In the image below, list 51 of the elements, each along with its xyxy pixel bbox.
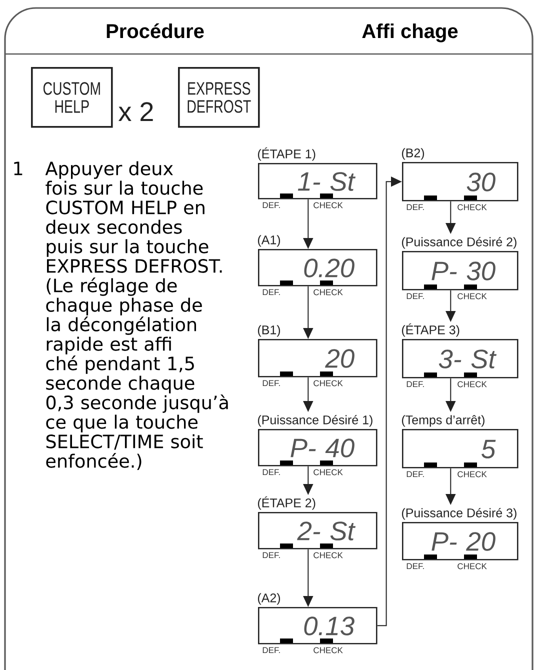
lcd-display: P- 40: [258, 429, 378, 466]
indicator-label: CHECK: [314, 380, 343, 386]
lcd-display: 3- St: [402, 339, 518, 378]
indicator-label: DEF.: [262, 289, 280, 296]
lcd-display: 2- St: [258, 512, 378, 550]
lcd-display: 0.20: [258, 249, 378, 286]
indicator-label: DEF.: [406, 381, 424, 388]
display-heading: (A2): [258, 593, 280, 605]
indicator-label: DEF.: [406, 471, 424, 478]
indicator-label: CHECK: [458, 204, 487, 210]
step-instructions: Appuyer deux fois sur la touche CUSTOM HELP en deux secondes puis sur la touche EXPRESS DEFROST. (Le réglage de chaque phase de la décongélation rapide est affi ché pendant 1,5 seconde chaque 0,3 seconde jusqu’à ce que la touche SELECT/TIME soit enfoncée.): [45, 161, 228, 470]
lcd-display: P- 30: [402, 251, 518, 290]
multiplier-text: x 2: [118, 102, 153, 121]
indicator-label: CHECK: [314, 647, 343, 654]
display-heading: (ÉTAPE 3): [402, 323, 460, 337]
display-heading: (Temps d’arrêt): [402, 415, 484, 427]
indicator-label: CHECK: [314, 289, 343, 296]
display-heading: (ÉTAPE 2): [258, 496, 316, 510]
lcd-display: 20: [258, 339, 378, 378]
lcd-display: 5: [402, 429, 518, 468]
lcd-display: 0.13: [258, 607, 378, 644]
lcd-display: 30: [402, 162, 518, 202]
indicator-label: DEF.: [262, 469, 280, 476]
indicator-label: DEF.: [262, 647, 280, 654]
indicator-label: CHECK: [314, 202, 343, 208]
display-heading: (ÉTAPE 1): [258, 147, 316, 161]
key-button: EXPRESS DEFROST: [178, 67, 260, 128]
column-heading: Procédure: [106, 23, 204, 38]
indicator-label: CHECK: [458, 563, 487, 570]
indicator-label: DEF.: [406, 204, 424, 210]
indicator-label: CHECK: [458, 293, 487, 300]
indicator-label: DEF.: [406, 563, 424, 570]
lcd-display: 1- St: [258, 163, 378, 200]
display-heading: (B1): [258, 325, 280, 337]
display-heading: (Puissance Désiré 2): [402, 237, 516, 249]
indicator-label: DEF.: [262, 380, 280, 386]
indicator-label: DEF.: [262, 552, 280, 558]
step-number: 1: [14, 162, 22, 176]
indicator-label: DEF.: [262, 202, 280, 208]
key-button: CUSTOM HELP: [31, 67, 113, 128]
indicator-label: CHECK: [458, 471, 487, 478]
display-heading: (Puissance Désiré 3): [402, 508, 516, 520]
display-heading: (A1): [258, 235, 280, 247]
display-heading: (B2): [402, 148, 424, 160]
column-heading: Affi chage: [362, 24, 458, 42]
indicator-label: DEF.: [406, 293, 424, 300]
indicator-label: CHECK: [314, 469, 343, 476]
display-heading: (Puissance Désiré 1): [258, 415, 372, 427]
lcd-display: P- 20: [402, 522, 518, 560]
indicator-label: CHECK: [458, 381, 487, 388]
indicator-label: CHECK: [314, 552, 343, 558]
